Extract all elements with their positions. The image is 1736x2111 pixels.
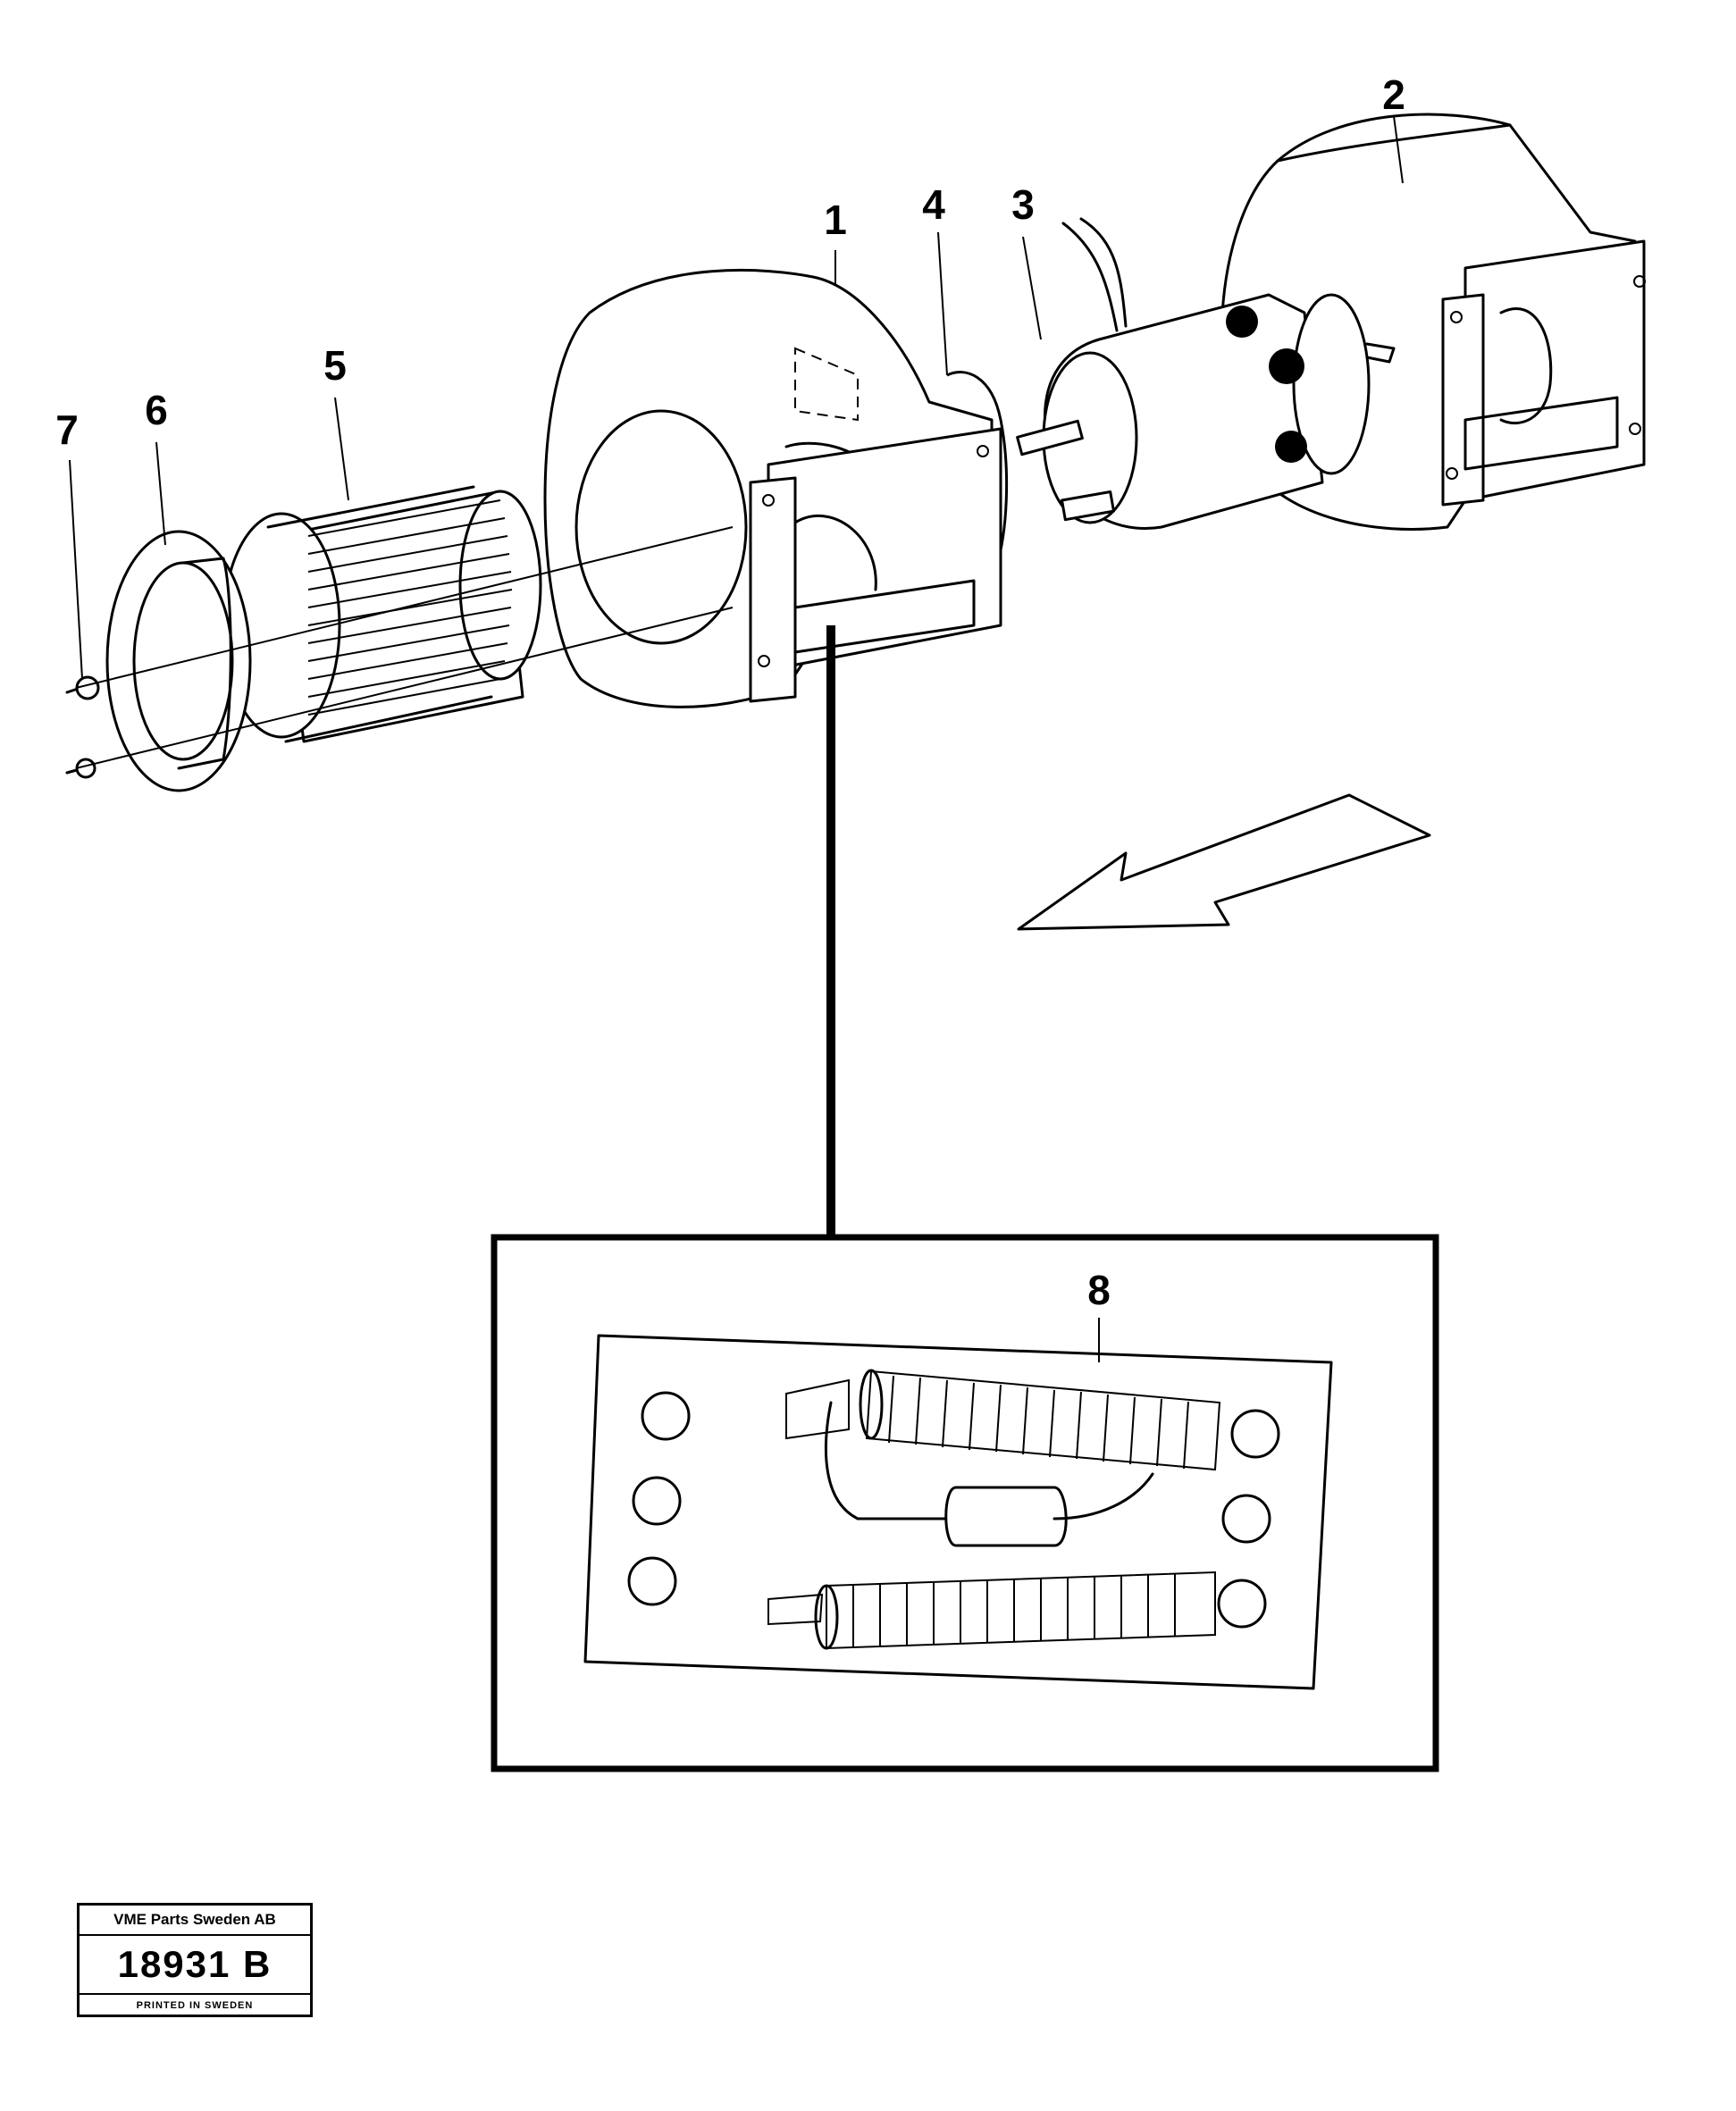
assembly-axis-lines <box>75 526 734 769</box>
callout-4: 4 <box>922 181 945 228</box>
callout-7: 7 <box>55 406 79 453</box>
part-8-heater-element <box>583 1334 1333 1690</box>
stamp-company: VME Parts Sweden AB <box>80 1906 310 1936</box>
part-5-fan-wheel <box>222 485 542 743</box>
stamp-drawing-number: 18931 B <box>80 1936 310 1995</box>
callout-1: 1 <box>824 197 847 243</box>
publisher-stamp: VME Parts Sweden AB 18931 B PRINTED IN S… <box>77 1903 313 2017</box>
callout-2: 2 <box>1382 71 1405 118</box>
stamp-printed-in: PRINTED IN SWEDEN <box>136 2000 254 2011</box>
callout-5: 5 <box>323 342 347 389</box>
part-7-screw <box>65 675 100 779</box>
part-6-inlet-ring <box>105 530 252 792</box>
callout-leaders <box>69 115 1404 1362</box>
airflow-direction-arrow <box>1017 793 1431 931</box>
callout-8: 8 <box>1087 1267 1111 1313</box>
part-1-fan-housing-left <box>543 268 1002 708</box>
part-3-motor <box>1016 217 1396 530</box>
callout-6: 6 <box>145 387 168 433</box>
callout-3: 3 <box>1011 181 1035 228</box>
